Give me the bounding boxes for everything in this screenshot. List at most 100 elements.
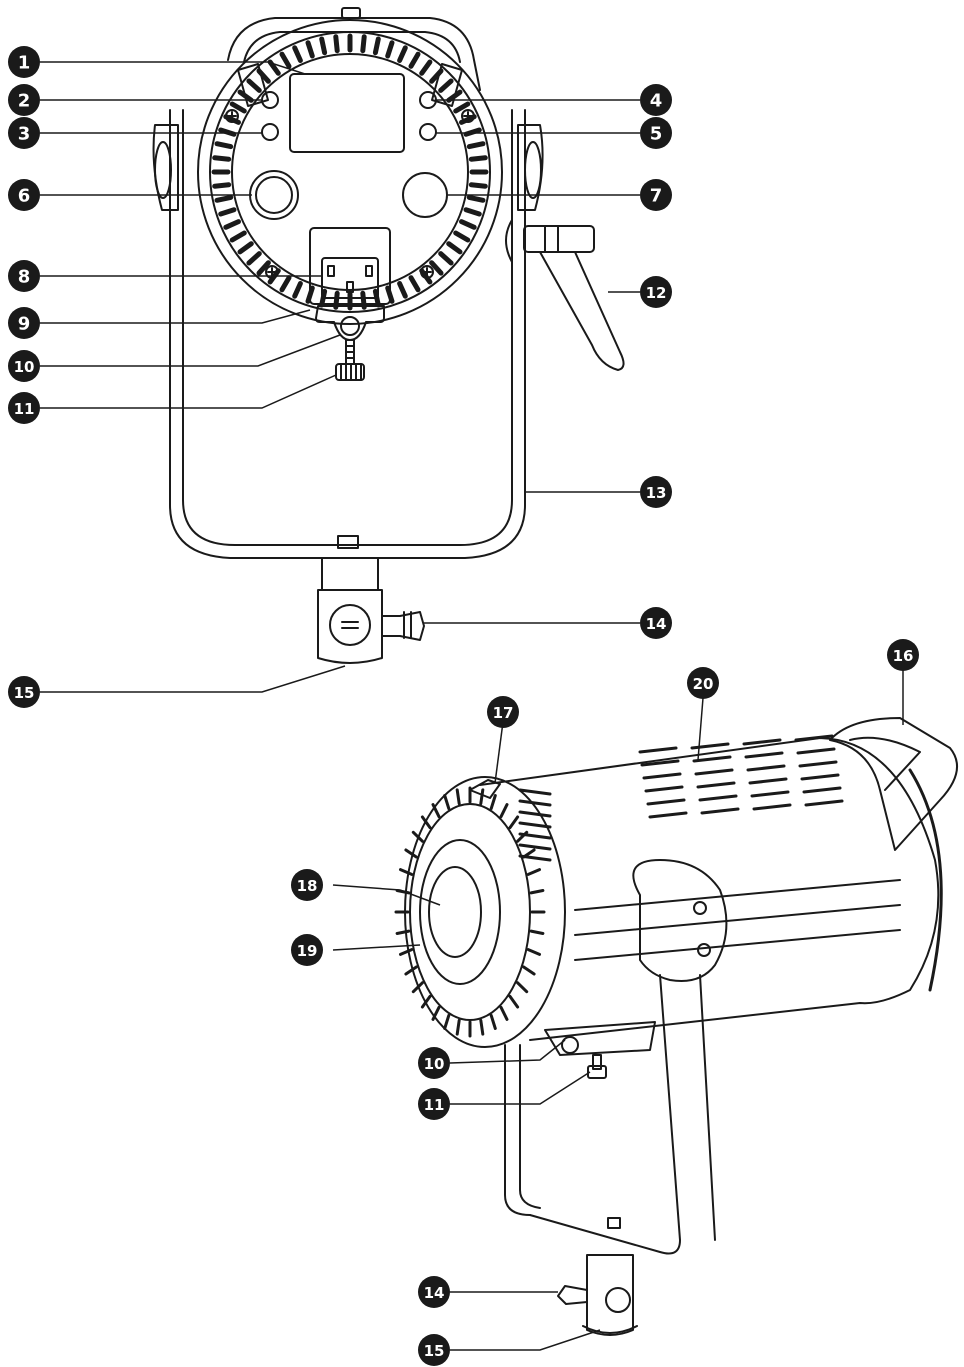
callout-back-15: 15 (8, 676, 40, 708)
vent-slot (429, 260, 444, 276)
top-vent-slot (794, 734, 834, 742)
callout-number: 2 (18, 91, 31, 112)
callout-number: 13 (646, 484, 667, 502)
vent-slot (429, 68, 444, 84)
callout-number: 5 (650, 124, 663, 145)
callout-number: 14 (424, 1284, 445, 1302)
vent-slot (397, 45, 408, 63)
vent-slot (446, 241, 463, 255)
vent-slot (419, 59, 433, 76)
callout-number: 20 (693, 675, 714, 693)
vent-slot (360, 34, 367, 54)
vent-slot (279, 275, 292, 293)
top-vent-slot (804, 799, 844, 807)
top-vent-slot (802, 786, 842, 794)
callout-badge (640, 607, 672, 639)
vent-slot (453, 101, 471, 114)
front-vent-slot (479, 788, 485, 806)
vent-slot (292, 45, 303, 63)
top-vent-slot (694, 768, 734, 776)
top-handle-outline (227, 17, 481, 91)
vent-slot (223, 219, 241, 230)
callout-side-19: 19 (291, 934, 323, 966)
callout-back-8: 8 (8, 260, 40, 292)
callout-badge (8, 260, 40, 292)
callout-number: 3 (18, 124, 31, 145)
button-3 (261, 123, 279, 141)
front-vent-slot (489, 1013, 497, 1030)
top-vent-slot (696, 781, 736, 789)
callout-number: 11 (14, 400, 35, 418)
callout-badge (640, 276, 672, 308)
front-vent-slot (516, 981, 529, 994)
callout-back-14: 14 (640, 607, 672, 639)
callout-number: 19 (297, 942, 318, 960)
vent-slot (237, 241, 254, 255)
callout-badge (640, 476, 672, 508)
yoke-bracket (169, 109, 526, 559)
front-vent-slot (489, 794, 497, 811)
callout-side-10: 10 (418, 1047, 450, 1079)
callout-number: 10 (424, 1055, 445, 1073)
mount-hole (340, 316, 360, 336)
vent-slot (372, 36, 381, 56)
callout-side-11: 11 (418, 1088, 450, 1120)
callout-badge (8, 179, 40, 211)
front-vent-slot (399, 948, 414, 956)
callout-back-5: 5 (640, 117, 672, 149)
vent-slot (229, 101, 247, 114)
top-vent-slot (692, 755, 732, 763)
front-vent-slot (522, 848, 536, 859)
top-vent-slot (800, 773, 840, 781)
vent-slot (408, 275, 421, 293)
callout-back-4: 4 (640, 84, 672, 116)
top-vent-slot (638, 746, 678, 754)
callout-number: 9 (18, 314, 31, 335)
front-vent-slot (411, 981, 424, 994)
callout-badge (8, 392, 40, 424)
button-2 (261, 91, 279, 109)
vent-slot (397, 281, 408, 299)
top-vent-slot (698, 794, 738, 802)
vent-slot (468, 155, 488, 162)
leader-lines (40, 61, 904, 1351)
side-spigot (586, 1254, 634, 1336)
button-5 (419, 123, 437, 141)
callout-number: 15 (14, 684, 35, 702)
front-vent-slot (522, 965, 536, 976)
lens (428, 866, 482, 958)
top-vent-slot (752, 803, 792, 811)
top-vent-slot (796, 747, 836, 755)
top-vent-slot (648, 811, 688, 819)
power-socket (321, 257, 379, 299)
callout-back-1: 1 (8, 46, 40, 78)
dial-6 (249, 170, 299, 220)
callout-number: 6 (18, 186, 31, 207)
vent-slot (256, 68, 271, 84)
callout-badge (640, 117, 672, 149)
callout-number: 8 (18, 267, 31, 288)
callout-number: 4 (650, 91, 663, 112)
vent-slot (212, 182, 232, 189)
vent-slot (466, 141, 486, 150)
top-vent-slot (742, 738, 782, 746)
vent-slot (214, 194, 234, 203)
vent-slot (237, 89, 254, 103)
yoke-arm-front (529, 974, 681, 1255)
front-vent-slot (455, 788, 461, 806)
bowens-latch (469, 779, 501, 799)
front-vent-slot (499, 1005, 509, 1021)
front-vent-slot (455, 1018, 461, 1036)
vent-slot (229, 230, 247, 243)
vent-slot (218, 207, 237, 217)
top-vent-slot (518, 810, 552, 818)
callout-badge (640, 84, 672, 116)
top-vent-slot (690, 742, 730, 750)
vent-slot (214, 141, 234, 150)
callout-badge (418, 1047, 450, 1079)
callout-number: 18 (297, 877, 318, 895)
vent-slot (256, 260, 271, 276)
top-vent-slot (640, 759, 680, 767)
top-vent-slot (646, 798, 686, 806)
